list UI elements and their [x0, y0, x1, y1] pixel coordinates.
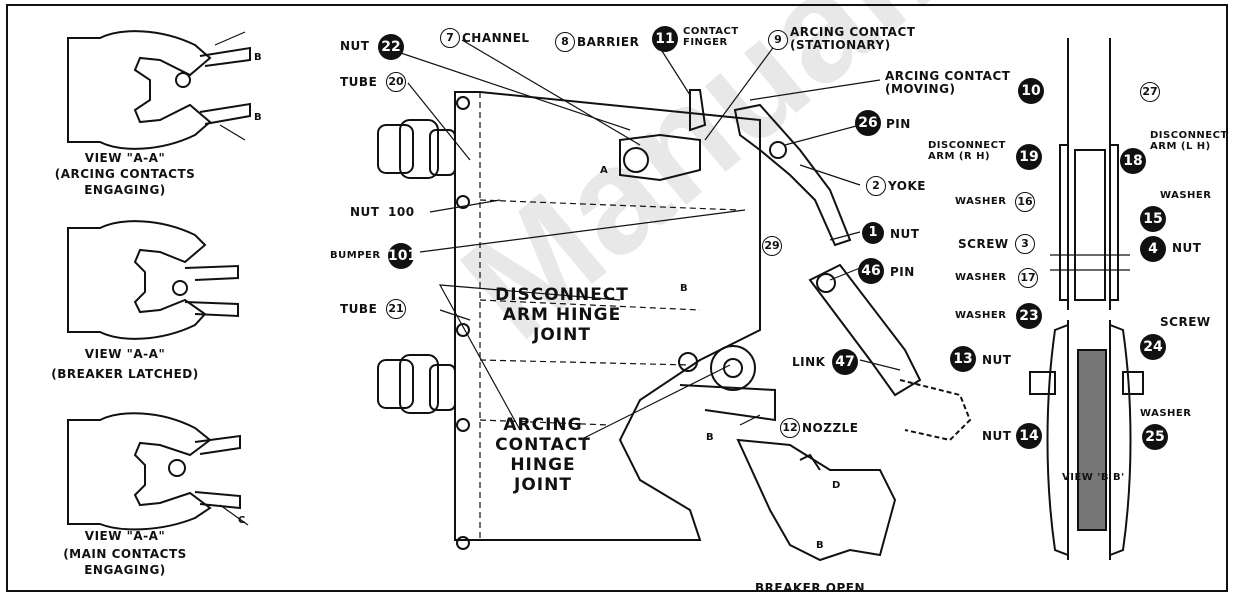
label-yoke: YOKE	[888, 179, 926, 193]
breaker-open-arm	[736, 438, 897, 562]
section-mark-b-2: B	[706, 432, 715, 443]
dim-b-top: b	[254, 52, 263, 63]
dim-c: c	[238, 515, 246, 526]
callout-14: 14	[1016, 423, 1042, 449]
tube-21	[377, 354, 456, 414]
callout-21: 21	[386, 299, 406, 319]
label-link: LINK	[792, 355, 826, 369]
label-tube-20: TUBE	[340, 75, 378, 89]
callout-27: 27	[1140, 82, 1160, 102]
callout-1: 1	[862, 222, 884, 244]
callout-19: 19	[1016, 144, 1042, 170]
callout-13: 13	[950, 346, 976, 372]
callout-15: 15	[1140, 206, 1166, 232]
callout-101: 101	[388, 243, 417, 269]
dim-d: d	[832, 480, 841, 491]
section-mark-a: A	[600, 165, 609, 176]
label-nut-14: NUT	[982, 429, 1012, 443]
label-breaker-open: BREAKER OPEN	[755, 581, 866, 595]
callout-25: 25	[1142, 424, 1168, 450]
label-nut-1: NUT	[890, 227, 920, 241]
main-frame-plate	[454, 91, 761, 550]
label-nut-4: NUT	[1172, 241, 1202, 255]
callout-16: 16	[1015, 192, 1035, 212]
callout-17: 17	[1018, 268, 1038, 288]
label-screw-24: SCREW	[1160, 315, 1211, 329]
callout-22: 22	[378, 34, 404, 60]
label-nut-22: NUT	[340, 39, 370, 53]
label-disconnect-lh: DISCONNECT ARM (L H)	[1150, 130, 1228, 152]
label-nut-100: NUT	[350, 205, 380, 219]
label-bumper: BUMPER	[330, 250, 381, 261]
label-screw-3: SCREW	[958, 237, 1009, 251]
dim-b-bottom: b	[254, 112, 263, 123]
drawing-border	[6, 4, 1228, 592]
callout-2: 2	[866, 176, 886, 196]
label-barrier: BARRIER	[577, 35, 640, 49]
label-disconnect-rh: DISCONNECT ARM (R H)	[928, 140, 1006, 162]
view-aa-main-engaging	[67, 412, 249, 531]
label-pin-46: PIN	[890, 265, 915, 279]
callout-23: 23	[1016, 303, 1042, 329]
label-channel: CHANNEL	[462, 31, 530, 45]
callout-10: 10	[1018, 78, 1044, 104]
callout-4: 4	[1140, 236, 1166, 262]
callout-46: 46	[858, 258, 884, 284]
leader-lines	[382, 39, 901, 441]
label-washer-16: WASHER	[955, 196, 1007, 207]
callout-47: 47	[832, 349, 858, 375]
section-mark-b-1: B	[680, 283, 689, 294]
label-washer-23: WASHER	[955, 310, 1007, 321]
label-washer-15: WASHER	[1160, 190, 1212, 201]
label-washer-17: WASHER	[955, 272, 1007, 283]
callout-9: 9	[768, 30, 788, 50]
label-arcing-stationary: ARCING CONTACT (STATIONARY)	[790, 25, 916, 52]
label-pin-26: PIN	[886, 117, 911, 131]
view-aa-arcing-engaging	[67, 30, 251, 150]
callout-11: 11	[652, 26, 678, 52]
view-aa-1-title: VIEW "A-A"	[84, 151, 166, 165]
section-mark-b-3: B	[816, 540, 825, 551]
callout-7: 7	[440, 28, 460, 48]
label-arcing-moving: ARCING CONTACT (MOVING)	[885, 69, 1011, 96]
view-aa-breaker-latched	[67, 220, 239, 340]
view-aa-3-desc: (MAIN CONTACTS ENGAGING)	[63, 547, 187, 577]
callout-3: 3	[1015, 234, 1035, 254]
callout-20: 20	[386, 72, 406, 92]
callout-18: 18	[1120, 148, 1146, 174]
view-aa-3-title: VIEW "A-A"	[84, 529, 166, 543]
label-washer-25: WASHER	[1140, 408, 1192, 419]
callout-29: 29	[762, 236, 782, 256]
label-arcing-hinge-joint: ARCING CONTACT HINGE JOINT	[495, 415, 591, 495]
callout-8: 8	[555, 32, 575, 52]
label-nut-13: NUT	[982, 353, 1012, 367]
label-view-bb: VIEW 'B B'	[1062, 472, 1125, 483]
label-contact-finger: CONTACT FINGER	[683, 26, 739, 48]
callout-12: 12	[780, 418, 800, 438]
view-aa-1-desc: (ARCING CONTACTS ENGAGING)	[54, 167, 196, 197]
callout-100: 100	[388, 205, 415, 219]
view-bb-assembly	[1029, 38, 1144, 560]
label-nozzle: NOZZLE	[802, 421, 859, 435]
label-disconnect-hinge-joint: DISCONNECT ARM HINGE JOINT	[495, 285, 629, 345]
callout-26: 26	[855, 110, 881, 136]
view-aa-2-desc: (BREAKER LATCHED)	[51, 367, 199, 381]
arcing-contact-moving-arm	[619, 89, 852, 247]
label-tube-21: TUBE	[340, 302, 378, 316]
callout-24: 24	[1140, 334, 1166, 360]
view-aa-2-title: VIEW "A-A"	[84, 347, 166, 361]
tube-20	[377, 119, 456, 179]
link-and-pin	[808, 263, 972, 442]
